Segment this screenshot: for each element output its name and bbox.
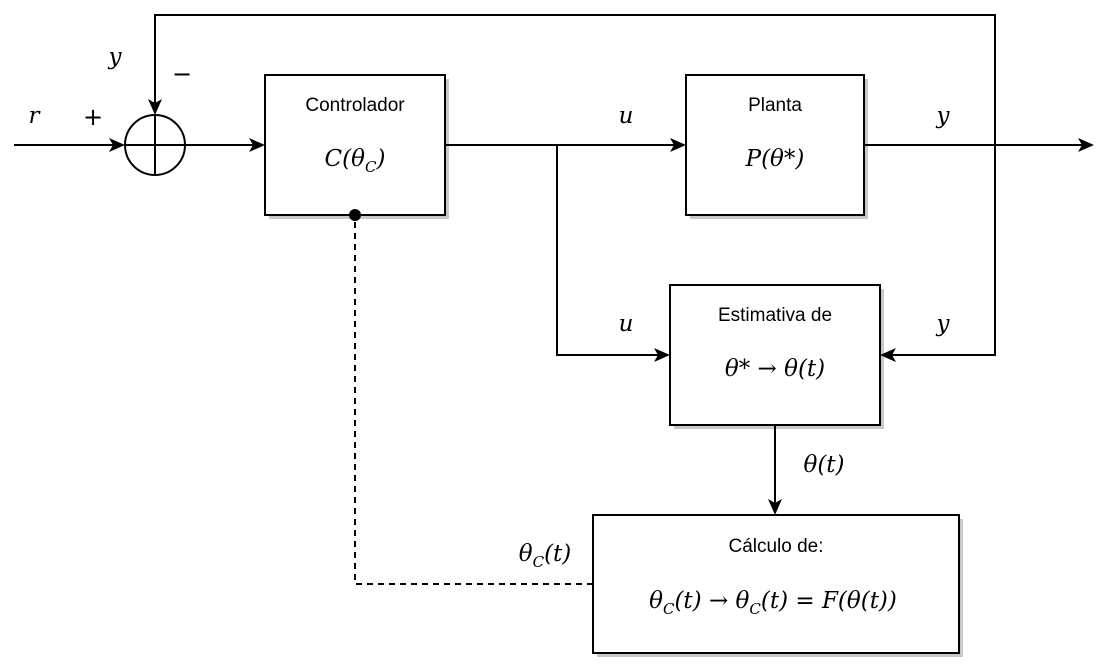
feedback-label: y	[108, 44, 123, 70]
plant-block: Planta P(θ*)	[685, 74, 868, 219]
estimator-title: Estimativa de	[718, 305, 832, 326]
feedback-wire	[154, 14, 996, 145]
reference-label: r	[29, 103, 42, 129]
calculation-title: Cálculo de:	[728, 536, 823, 557]
controller-title: Controlador	[305, 95, 405, 116]
estimator-function: θ* → θ(t)	[725, 356, 825, 382]
summing-junction	[124, 114, 186, 176]
arrowhead	[109, 138, 125, 152]
plant-title: Planta	[748, 95, 802, 116]
arrowhead	[1078, 138, 1094, 152]
control-label: u	[619, 103, 634, 129]
plus-sign: +	[83, 103, 103, 131]
arrowhead	[148, 99, 162, 115]
signal-labels: r y + − u u y y θ(t) θC(t)	[29, 44, 951, 571]
arrowhead	[768, 499, 782, 515]
minus-sign: −	[172, 60, 192, 88]
arrowhead	[249, 138, 265, 152]
calculation-block: Cálculo de: θC(t) → θC(t) = F(θ(t))	[592, 514, 963, 657]
estimate-label: θ(t)	[803, 452, 844, 478]
control-branch-label: u	[619, 311, 634, 337]
controller-params-label: θC(t)	[519, 541, 572, 571]
parameter-update-wire	[354, 215, 593, 585]
calculation-function: θC(t) → θC(t) = F(θ(t))	[649, 588, 897, 618]
arrowhead	[654, 348, 670, 362]
estimator-block: Estimativa de θ* → θ(t)	[669, 284, 884, 429]
connection-dot	[349, 209, 361, 221]
output-branch-wire	[892, 145, 996, 356]
controller-function: C(θC)	[325, 146, 386, 176]
arrowhead	[670, 138, 686, 152]
output-branch-label: y	[936, 311, 951, 337]
control-branch-wire	[556, 145, 658, 356]
signal-wires	[14, 14, 1094, 585]
arrowhead	[880, 348, 896, 362]
output-label: y	[936, 103, 951, 129]
plant-function: P(θ*)	[745, 146, 805, 172]
controller-block: Controlador C(θC)	[264, 74, 449, 219]
